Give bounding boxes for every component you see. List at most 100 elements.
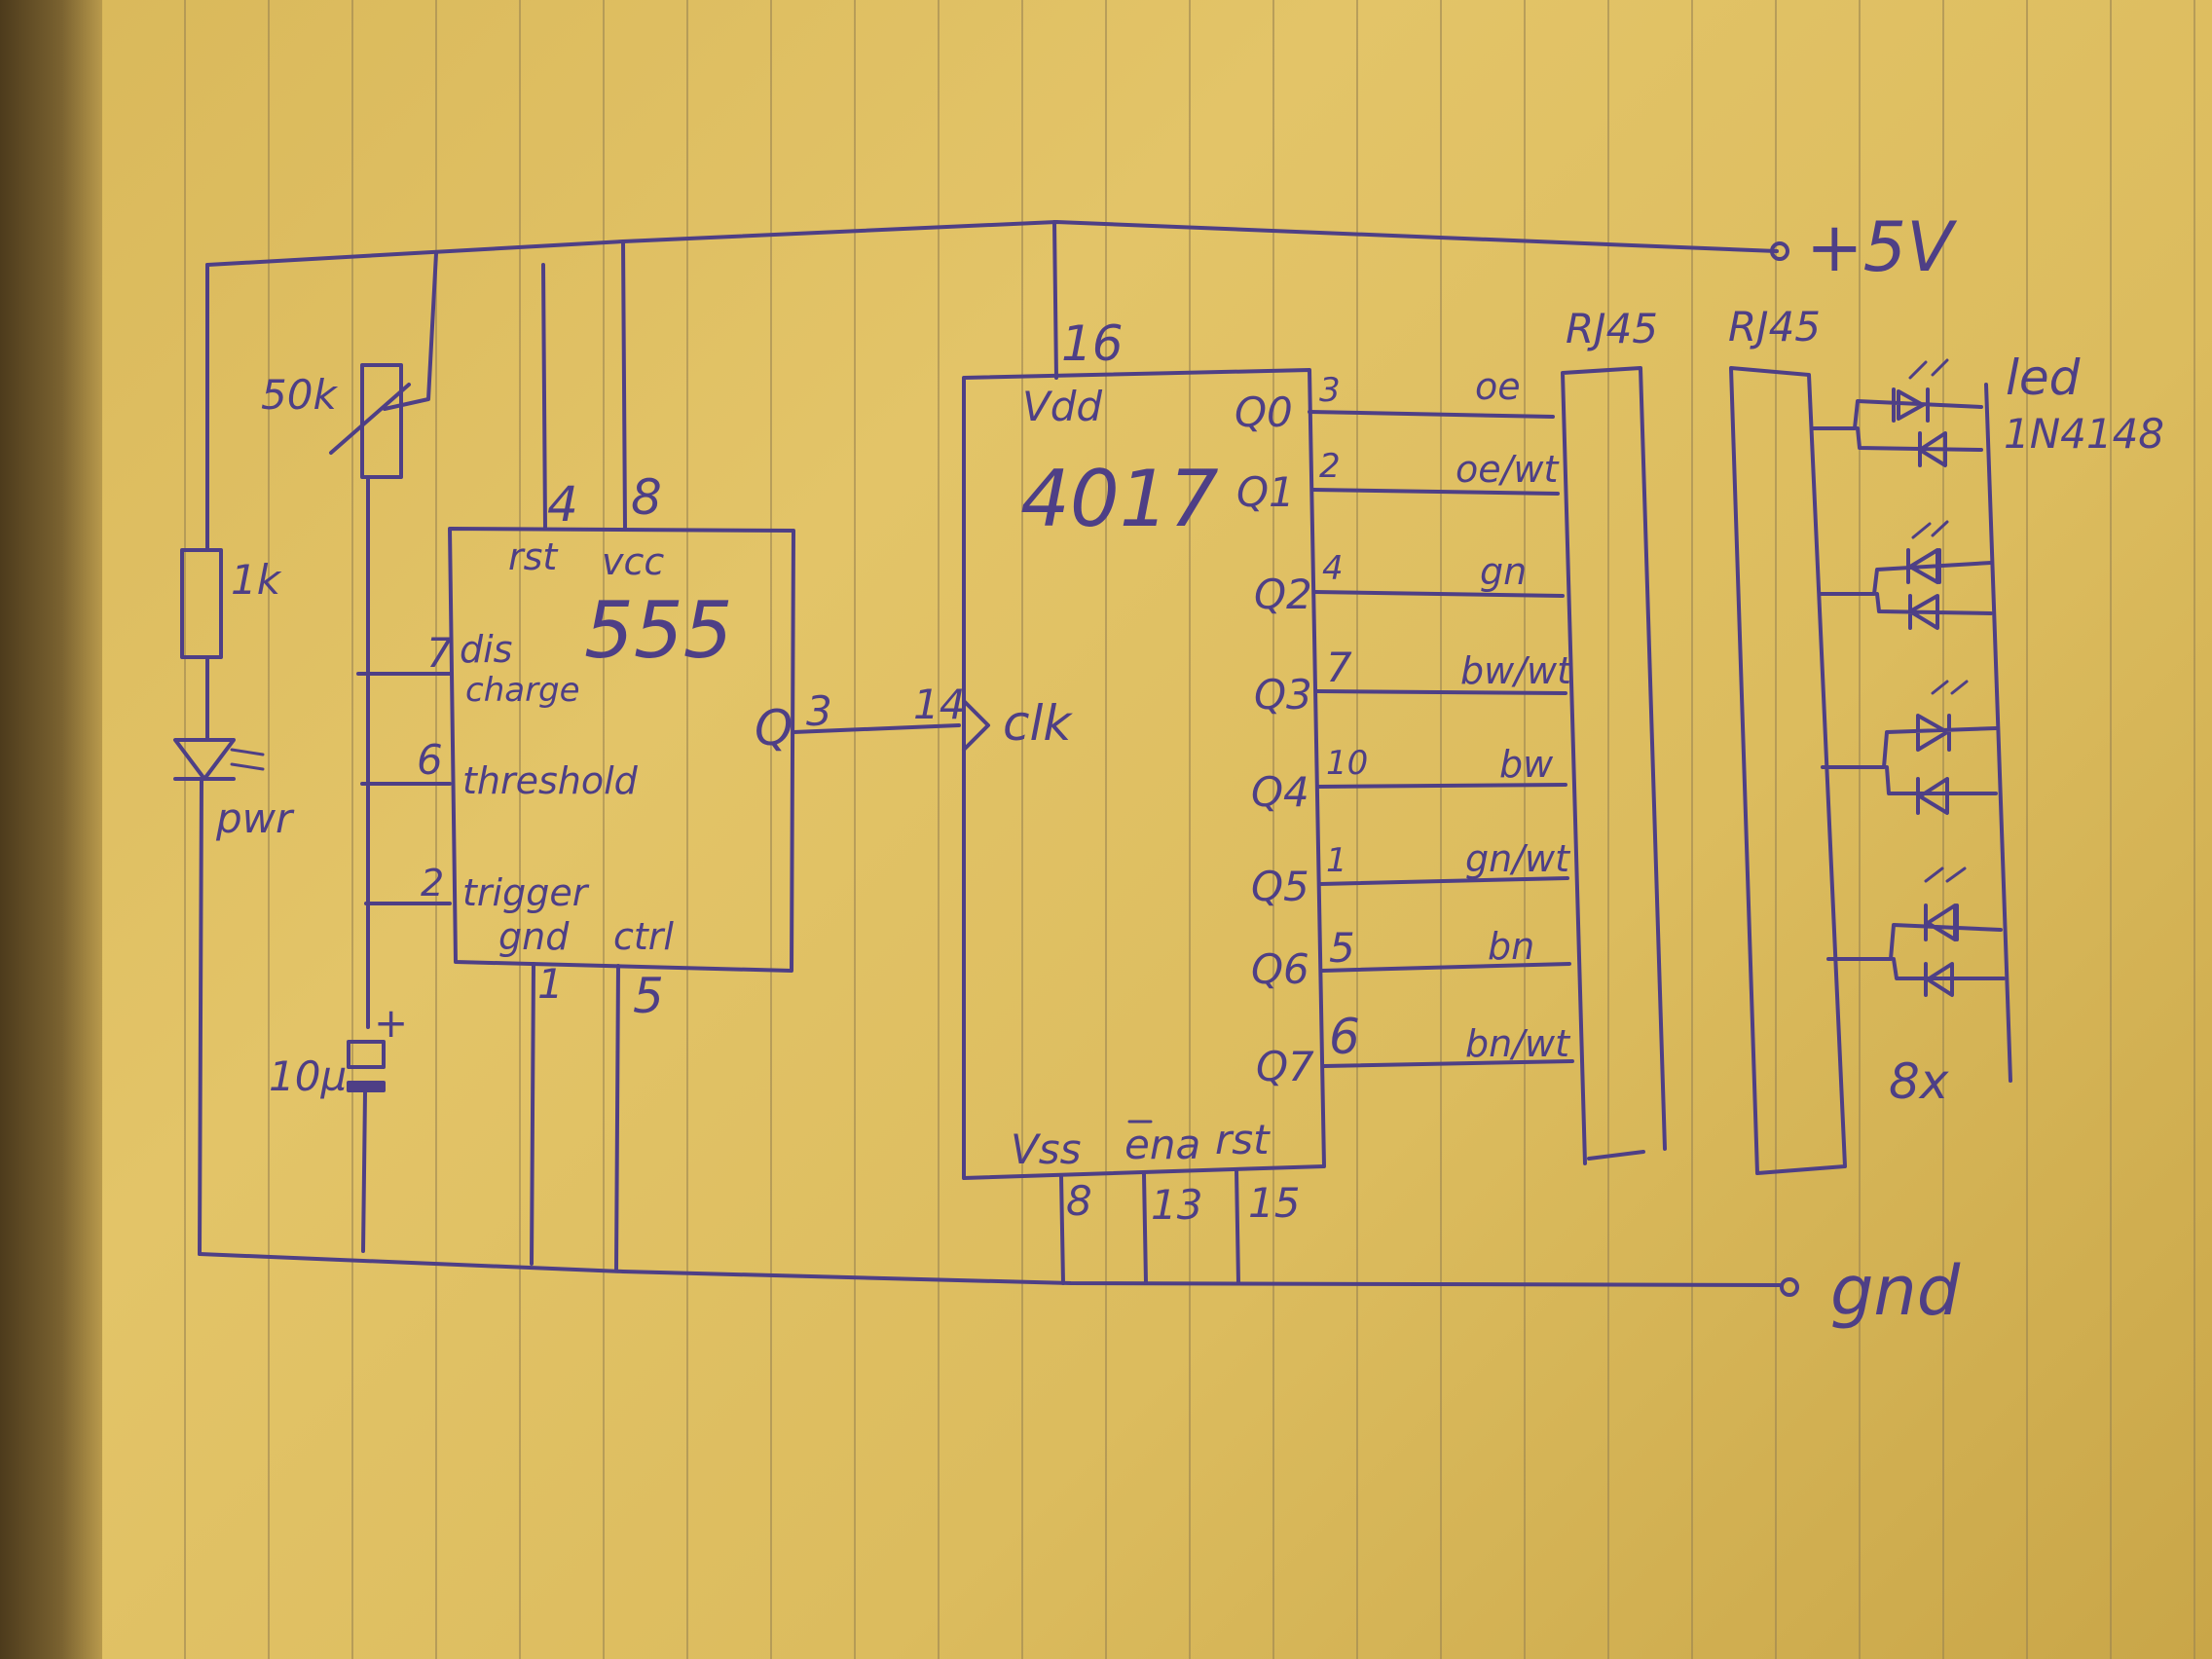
counter-vdd-wire — [1052, 220, 1058, 380]
timer-rst-pin: 4 — [547, 476, 578, 533]
pwr-branch-wire — [198, 263, 209, 1256]
pwr-led-symbol — [173, 738, 236, 781]
timer-threshold-label: threshold — [462, 759, 639, 802]
output-wire-q3 — [1314, 689, 1567, 695]
capacitor-10u-top — [347, 1040, 386, 1069]
counter-q5-label: Q5 — [1251, 863, 1309, 910]
output-wire-q2 — [1312, 590, 1565, 598]
capacitor-label: 10µ — [269, 1052, 347, 1100]
timer-dis-label: dis — [460, 628, 512, 671]
timer-threshold-pin: 6 — [417, 736, 443, 784]
timing-node-wire — [361, 475, 370, 1253]
timer-555-body — [448, 527, 795, 973]
resistor-label: 1k — [231, 556, 282, 604]
output-pin-q6: 5 — [1329, 924, 1355, 972]
counter-clk-label: clk — [1003, 695, 1073, 752]
capacitor-plus: + — [374, 999, 408, 1047]
timer-q-label: Q — [755, 700, 793, 756]
led-pair-1 — [1811, 358, 2012, 1083]
timer-rst-label: rst — [508, 535, 559, 578]
counter-vdd-pin: 16 — [1061, 315, 1124, 372]
timer-rst-vcc-wires — [541, 240, 627, 531]
capacitor-10u-bottom — [347, 1081, 386, 1092]
output-wire-q6 — [1320, 962, 1571, 973]
vplus-label: +5V — [1806, 207, 1957, 287]
output-wire-q1 — [1310, 488, 1560, 496]
counter-q1-label: Q1 — [1236, 468, 1295, 516]
output-wire-label-q4: bw — [1499, 743, 1554, 786]
timer-ctrl-pin: 5 — [633, 968, 664, 1024]
pot-label: 50k — [261, 371, 338, 419]
counter-clk-pin: 14 — [913, 681, 965, 728]
output-wire-q0 — [1308, 410, 1555, 419]
output-pin-q1: 2 — [1319, 447, 1341, 486]
output-wire-q7 — [1322, 1059, 1574, 1068]
output-wire-label-q1: oe/wt — [1456, 448, 1561, 491]
output-pin-q3: 7 — [1326, 644, 1352, 691]
pwr-led-label: pwr — [215, 794, 295, 842]
output-wire-label-q7: bn/wt — [1465, 1022, 1571, 1065]
output-wire-q4 — [1316, 783, 1567, 789]
timer-gnd-pin: 1 — [537, 960, 564, 1008]
counter-q3-label: Q3 — [1254, 671, 1312, 719]
led-pair-2 — [1819, 520, 1993, 630]
counter-vdd-label: Vdd — [1022, 383, 1102, 430]
counter-q0-label: Q0 — [1235, 388, 1293, 436]
diode-label: 1N4148 — [2004, 410, 2164, 458]
timer-vcc-pin: 8 — [631, 469, 662, 526]
timer-trigger-pin: 2 — [421, 862, 444, 904]
rj45-left-label: RJ45 — [1566, 305, 1658, 352]
gnd-label: gnd — [1830, 1251, 1961, 1331]
led-pair-3 — [1821, 680, 1998, 815]
pot-wiper — [329, 383, 411, 455]
output-wire-label-q5: gn/wt — [1465, 837, 1571, 880]
led-label: led — [2006, 350, 2081, 406]
counter-q6-label: Q6 — [1251, 945, 1309, 993]
timer-gnd-label: gnd — [498, 915, 570, 958]
resistor-1k — [180, 548, 223, 659]
counter-ena-label: ena — [1124, 1121, 1200, 1168]
counter-q2-label: Q2 — [1254, 571, 1312, 618]
output-pin-q4: 10 — [1326, 744, 1368, 783]
notebook-binding — [0, 0, 102, 1659]
pwr-led-arrows — [230, 748, 265, 771]
rj45-left-connector — [1561, 366, 1667, 1165]
counter-clk-triangle — [962, 699, 990, 752]
counter-bottom-wires — [1059, 1168, 1240, 1285]
output-pin-q0: 3 — [1319, 371, 1341, 410]
timer-name: 555 — [584, 585, 733, 676]
counter-ena-pin: 13 — [1151, 1181, 1202, 1229]
output-wire-label-q0: oe — [1475, 365, 1521, 408]
timer-trigger-label: trigger — [462, 871, 590, 914]
timer-dis-pin: 7 — [426, 629, 453, 677]
counter-name: 4017 — [1020, 454, 1219, 544]
output-pin-q7: 6 — [1329, 1009, 1360, 1065]
timer-charge-label: charge — [465, 671, 580, 710]
output-wire-label-q2: gn — [1480, 550, 1527, 593]
output-pin-q2: 4 — [1322, 549, 1344, 588]
led-pair-4 — [1826, 866, 2006, 997]
timer-vcc-label: vcc — [602, 540, 664, 583]
gnd-rail — [198, 1252, 1782, 1287]
counter-vss-pin: 8 — [1066, 1177, 1092, 1225]
output-wire-q5 — [1318, 876, 1569, 886]
rj45-right-label: RJ45 — [1728, 303, 1821, 350]
counter-4017-body — [962, 368, 1326, 1180]
clock-wire — [792, 723, 961, 734]
counter-vss-label: Vss — [1011, 1125, 1082, 1173]
output-wire-label-q3: bw/wt — [1460, 649, 1573, 692]
timer-ctrl-label: ctrl — [613, 915, 674, 958]
counter-q4-label: Q4 — [1251, 768, 1309, 816]
vplus-rail — [205, 220, 1779, 267]
output-wire-label-q6: bn — [1488, 925, 1534, 968]
rj45-right-connector — [1729, 366, 1847, 1175]
vplus-terminal — [1770, 241, 1789, 261]
counter-rst-label: rst — [1215, 1116, 1271, 1163]
pot-50k — [360, 363, 403, 479]
counter-q7-label: Q7 — [1256, 1043, 1314, 1090]
output-pin-q5: 1 — [1326, 841, 1347, 880]
counter-rst-pin: 15 — [1248, 1179, 1300, 1227]
gnd-terminal — [1780, 1277, 1799, 1297]
